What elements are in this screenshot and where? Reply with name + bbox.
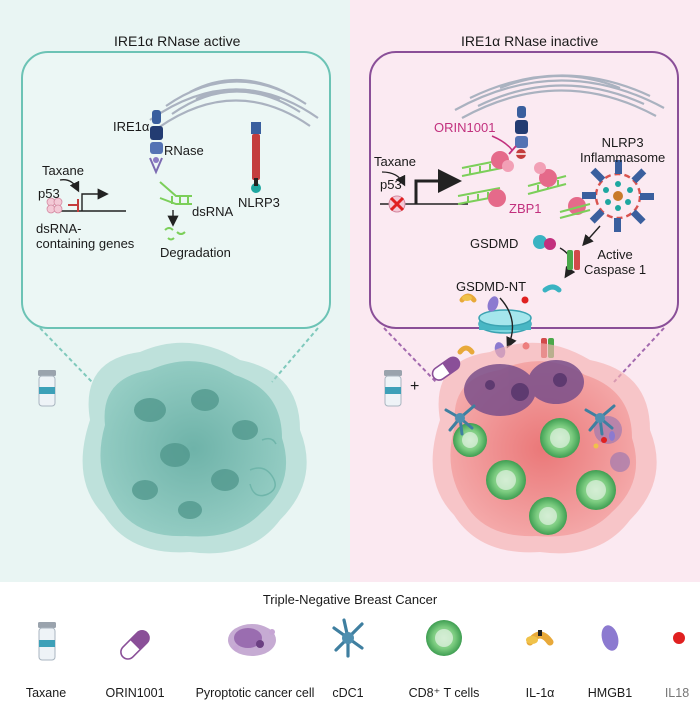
il1a-icon xyxy=(526,630,554,646)
taxane-label-right: Taxane xyxy=(374,154,416,169)
pill-icon-right xyxy=(431,356,461,381)
nlrp3-inflammasome-ring xyxy=(582,160,654,232)
legend-il1a: IL-1α xyxy=(525,686,555,700)
p53-label-left: p53 xyxy=(38,186,60,201)
nlrp3-inflammasome-label: NLRP3 Inflammasome xyxy=(580,135,666,165)
gsdmd-label: GSDMD xyxy=(470,236,519,251)
plus-sign: + xyxy=(410,378,420,395)
nlrp3-label: NLRP3 xyxy=(238,195,280,210)
left-gene-promoter xyxy=(46,179,126,214)
legend-il18: IL18 xyxy=(664,686,690,700)
active-caspase-1 xyxy=(567,250,580,270)
legend-hmgb1: HMGB1 xyxy=(587,686,633,700)
p53-label-right: p53 xyxy=(380,177,402,192)
t-cells-in-tumor xyxy=(453,418,616,535)
zbp1-label: ZBP1 xyxy=(509,201,542,216)
right-panel-title: IRE1α RNase inactive xyxy=(461,33,599,49)
t-cell-icon xyxy=(426,620,462,656)
hmgb1-icon xyxy=(601,625,619,651)
legend-cd8: CD8⁺ T cells xyxy=(408,686,480,700)
left-zoom-box xyxy=(21,51,331,329)
left-er-membrane xyxy=(149,78,319,129)
orin1001-label: ORIN1001 xyxy=(434,120,496,135)
ire1a-label: IRE1α xyxy=(113,119,150,134)
legend-orin1001: ORIN1001 xyxy=(105,686,165,700)
legend-icons xyxy=(38,618,685,661)
vial-icon xyxy=(38,622,56,661)
right-er-membrane xyxy=(454,74,665,119)
right-gene-promoter xyxy=(380,169,468,213)
gsdmd-nt-label: GSDMD-NT xyxy=(456,279,527,294)
legend-cdc1: cDC1 xyxy=(332,686,364,700)
pathway-diagram xyxy=(21,51,679,554)
left-panel-title: IRE1α RNase active xyxy=(114,33,241,49)
cdc1-in-tumor xyxy=(444,404,616,436)
legend-pyroptotic: Pyroptotic cancer cell xyxy=(195,686,315,700)
nlrp3-left xyxy=(251,122,261,193)
ire1a-receptor-left xyxy=(149,110,163,175)
right-tumor xyxy=(432,342,657,554)
degradation-label: Degradation xyxy=(160,245,231,260)
left-tumor xyxy=(82,342,307,554)
legend-taxane: Taxane xyxy=(25,686,67,700)
vial-icon-right xyxy=(384,370,402,407)
rnase-label: RNase xyxy=(164,143,204,158)
il18-icon xyxy=(673,632,685,644)
left-dsrna xyxy=(159,181,192,205)
legend-title: Triple-Negative Breast Cancer xyxy=(262,592,438,607)
ire1a-receptor-right xyxy=(515,106,528,159)
dendritic-cell-icon xyxy=(332,618,364,658)
active-caspase-label: Active Caspase 1 xyxy=(584,247,647,277)
vial-icon-left xyxy=(38,370,56,407)
left-degraded-rna xyxy=(164,227,186,241)
dsrna-genes-label: dsRNA- containing genes xyxy=(36,221,135,251)
zbp1-complex xyxy=(457,151,591,219)
pill-icon xyxy=(120,630,150,660)
pyroptotic-cell-icon xyxy=(228,624,276,656)
taxane-label-left: Taxane xyxy=(42,163,84,178)
gsdmd-protein xyxy=(533,235,556,250)
gsdmd-pore xyxy=(478,309,532,334)
dsrna-label: dsRNA xyxy=(192,204,234,219)
